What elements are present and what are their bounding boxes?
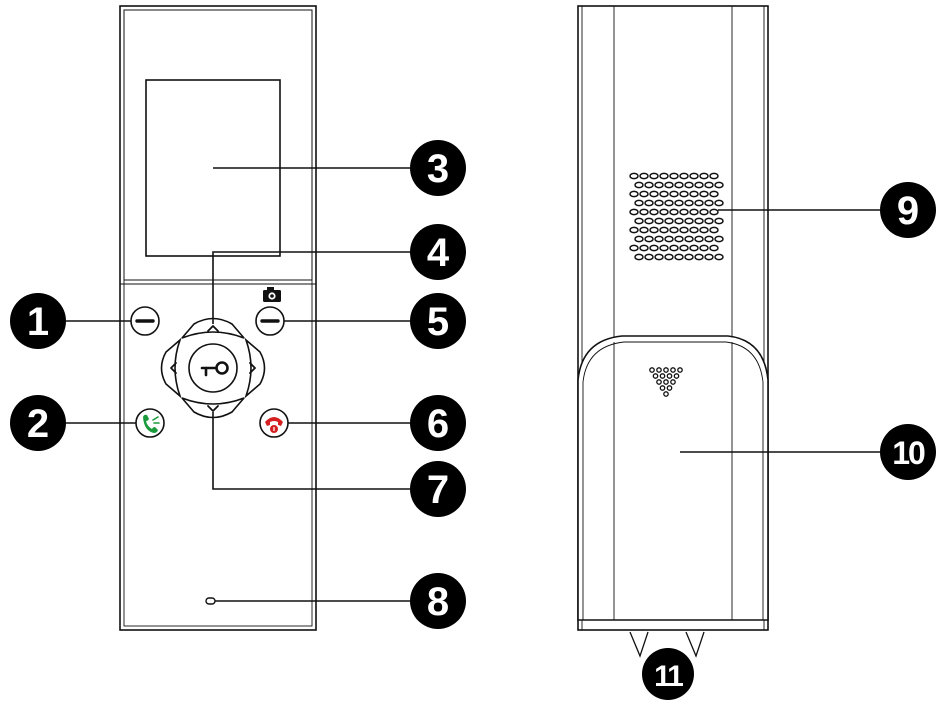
leader-4 bbox=[212, 251, 410, 324]
key-icon bbox=[200, 361, 229, 377]
callout-7: 7 bbox=[410, 461, 466, 517]
phone-call-icon bbox=[143, 414, 160, 433]
callout-9-label: 9 bbox=[897, 189, 919, 233]
callout-1: 1 bbox=[10, 293, 66, 349]
callout-7-label: 7 bbox=[427, 468, 449, 512]
front-body bbox=[119, 5, 317, 631]
callout-2-label: 2 bbox=[27, 402, 49, 446]
callout-8: 8 bbox=[410, 573, 466, 629]
microphone-icon bbox=[205, 597, 216, 605]
back-body bbox=[577, 5, 769, 631]
nav-down-key[interactable] bbox=[181, 397, 245, 419]
callout-2: 2 bbox=[10, 395, 66, 451]
callout-11: 11 bbox=[642, 648, 694, 700]
callout-10: 10 bbox=[880, 424, 936, 480]
right-soft-key[interactable] bbox=[255, 306, 285, 336]
callout-11-label: 11 bbox=[654, 660, 683, 693]
callout-4: 4 bbox=[410, 224, 466, 280]
chevron-up-icon bbox=[207, 325, 219, 332]
camera-icon bbox=[263, 287, 281, 302]
nav-right-key[interactable] bbox=[244, 337, 266, 399]
nav-left-key[interactable] bbox=[160, 337, 182, 399]
chevron-right-icon bbox=[249, 362, 256, 374]
chevron-left-icon bbox=[170, 362, 177, 374]
battery-cover bbox=[577, 335, 769, 621]
callout-5: 5 bbox=[410, 293, 466, 349]
callout-5-label: 5 bbox=[427, 300, 449, 344]
nav-up-key[interactable] bbox=[181, 317, 245, 339]
speaker-grille-icon bbox=[629, 172, 724, 261]
left-soft-key[interactable] bbox=[130, 306, 160, 336]
handset-back bbox=[577, 5, 769, 631]
callout-10-label: 10 bbox=[892, 435, 925, 471]
phone-hangup-icon bbox=[265, 417, 283, 433]
callout-6-label: 6 bbox=[427, 402, 449, 446]
ring-speaker-dots bbox=[649, 367, 683, 397]
chevron-down-icon bbox=[207, 405, 219, 412]
hangup-button[interactable] bbox=[259, 408, 289, 438]
display-bezel bbox=[123, 9, 313, 281]
leader-7 bbox=[212, 412, 410, 490]
leader-lines bbox=[66, 167, 880, 602]
callout-9: 9 bbox=[880, 182, 936, 238]
callout-4-label: 4 bbox=[427, 231, 450, 275]
charging-contacts bbox=[629, 631, 705, 658]
callout-3: 3 bbox=[410, 140, 466, 196]
callout-6: 6 bbox=[410, 395, 466, 451]
callout-8-label: 8 bbox=[427, 580, 449, 624]
callout-3-label: 3 bbox=[427, 147, 449, 191]
callout-1-label: 1 bbox=[27, 300, 49, 344]
call-button[interactable] bbox=[135, 408, 165, 438]
